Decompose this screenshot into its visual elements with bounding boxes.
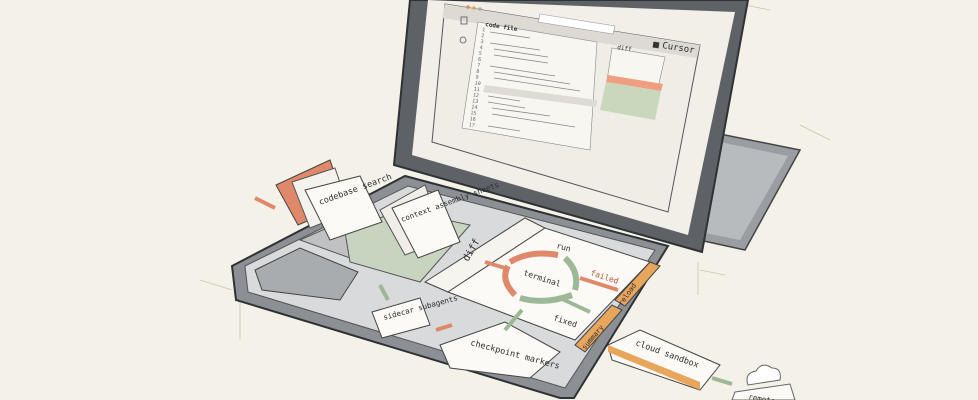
lid-back-face [700, 140, 788, 240]
window-max-dot[interactable] [478, 7, 482, 11]
sidecar-subagents-card [371, 297, 431, 339]
cloud-icon [746, 364, 781, 386]
failed-arrow [579, 276, 619, 292]
input-arrow [254, 196, 276, 210]
reload-tab[interactable] [614, 261, 661, 307]
files-icon[interactable] [460, 16, 468, 25]
guide-lines [199, 4, 831, 340]
remote-label: remote [748, 392, 777, 400]
codebase-search-card [304, 175, 383, 241]
window-close-dot[interactable] [466, 5, 470, 9]
checkpoint-markers-card [439, 321, 561, 379]
line-numbers: 1234567891011121314151617 [468, 27, 488, 129]
drive-slot [254, 247, 359, 301]
run-arrow [508, 250, 559, 265]
cloud-sandbox-card [607, 329, 721, 391]
highlighted-line [483, 85, 597, 107]
window-min-dot[interactable] [472, 6, 476, 10]
cursor-logo-icon [652, 41, 660, 49]
diff-added [600, 82, 661, 120]
remote-card [731, 383, 796, 400]
editor-window: 1234567891011121314151617 code file diff… [431, 3, 701, 213]
fixed-arrow [559, 296, 591, 314]
summary-tab[interactable] [574, 304, 623, 353]
diff-removed [606, 75, 663, 91]
context-sheets-card [391, 189, 461, 259]
run-label: run [555, 241, 571, 253]
tab-diff[interactable]: diff [617, 44, 633, 53]
search-icon[interactable] [459, 36, 467, 44]
terminal-loop [484, 250, 619, 314]
command-bar[interactable] [537, 13, 616, 35]
